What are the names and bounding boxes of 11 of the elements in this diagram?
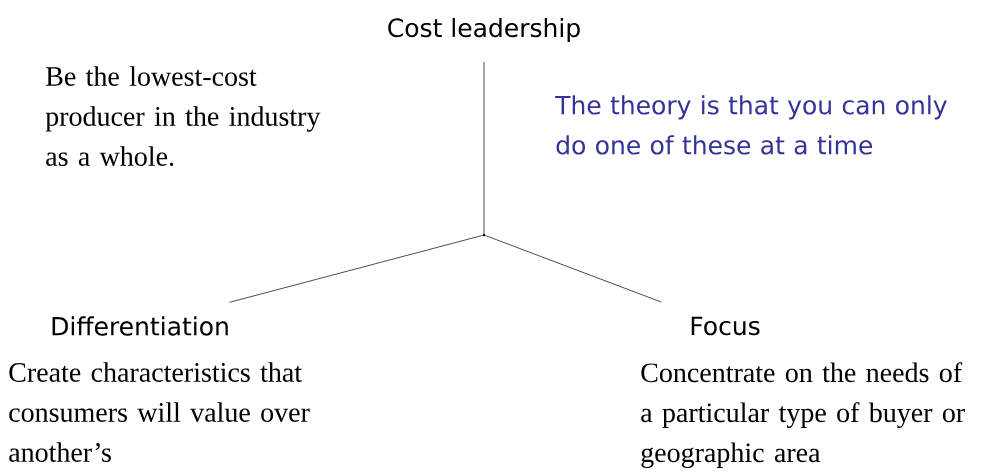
heading: Differentiation <box>52 316 228 336</box>
connector-line <box>229 235 483 303</box>
heading: Focus <box>691 316 760 336</box>
description: Concentrate on the needs of a particular type of buyer or geographic area <box>641 362 965 468</box>
note-text: The theory is that you can only do one of these at a time <box>555 95 947 155</box>
connector-line <box>483 61 485 234</box>
heading: Cost leadership <box>388 17 580 43</box>
description: Be the lowest-cost producer in the industry as a whole. <box>45 66 321 166</box>
description: Create characteristics that consumers will value over another’s <box>9 362 310 462</box>
connector-line <box>485 235 662 303</box>
junction-point <box>482 233 486 237</box>
